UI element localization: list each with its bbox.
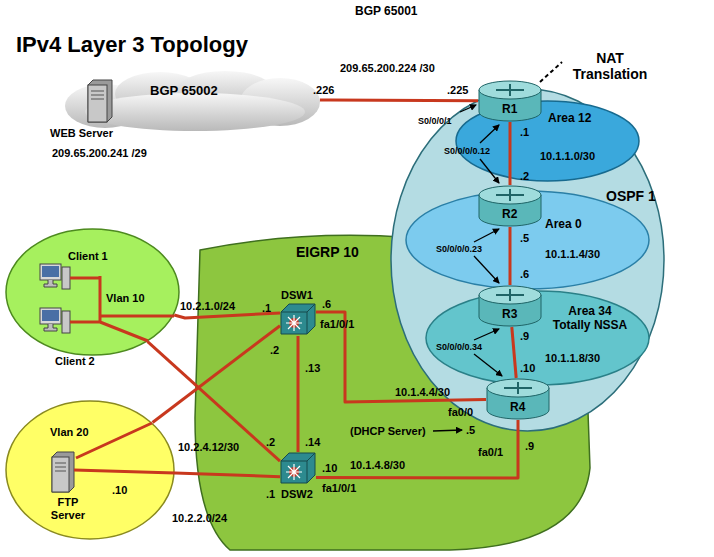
switch-icon [281,304,315,334]
interface-label: .6 [322,298,331,311]
switch-icon [281,453,315,483]
interface-label: .5 [520,232,529,245]
bgp-cloud: BGP 65002WEB Server209.65.200.241 /29 [65,70,320,132]
lan-bus [74,423,175,473]
interface-label: S0/0/0/0.12 [444,146,490,156]
interface-label: .9 [520,330,529,343]
interface-label: .10 [520,362,535,375]
pc-icon [40,264,70,292]
interface-label: .1 [262,302,271,315]
node-label: Vlan 10 [106,292,145,305]
multilayer-switch: DSW2 [280,452,316,503]
node-label: Area 34 Totally NSSA [548,305,632,333]
multilayer-switch: DSW1 [280,288,316,336]
node-label: OSPF 1 [606,188,656,204]
pointer-arrows [433,105,502,431]
interface-label: .6 [520,268,529,281]
interface-label: .2 [270,344,279,357]
link-subnet-label: 10.2.4.12/30 [178,441,239,454]
network-link [316,312,486,402]
interface-label: .13 [305,362,320,375]
node-label: R2 [502,208,517,222]
router: R4 [486,378,550,420]
ellipse-outline [5,228,180,356]
node-label: FTP Server [44,496,92,521]
node-label: DSW2 [281,488,313,501]
ospf-domain: OSPF 1 Area 12 10.1.1.0/30Area 0 10.1.1.4/3… [390,88,665,432]
interface-label: S0/0/0/1 [418,116,452,126]
diagram-title: IPv4 Layer 3 Topology [16,32,248,57]
interface-label: S0/0/0/0.23 [436,244,482,254]
node-label: 10.1.1.8/30 [545,352,600,365]
interface-label: BGP 65001 [355,5,418,19]
network-link [175,473,280,477]
router: R3 [478,285,542,327]
client-pc: Client 2 [38,308,104,370]
interface-label: NAT Translation [565,50,655,82]
node-label: Area 12 [548,112,591,126]
node-label: WEB Server [50,127,113,140]
interface-label: fa1/0/1 [320,318,354,331]
interface-label: .1 [266,488,275,501]
node-label: Client 1 [68,250,108,263]
network-link [153,326,281,423]
network-link [320,99,478,103]
router: R1 [478,80,542,122]
node-label: Vlan 20 [50,426,89,439]
network-link [148,342,280,461]
nat-boundary [540,62,562,82]
network-link [297,336,300,452]
interface-label: .9 [525,440,534,453]
interface-label: fa0/0 [448,406,473,419]
node-label: BGP 65002 [150,84,218,99]
node-label: EIGRP 10 [296,244,359,260]
interface-label: (DHCP Server) [350,425,426,438]
interface-label: .226 [313,84,334,97]
network-link [509,122,512,185]
network-link [512,327,516,378]
interface-label: .2 [520,170,529,183]
node-label: 10.1.1.4/30 [545,248,600,261]
vlan-zone: Vlan 10Client 1Client 2 [5,228,180,356]
node-label: 209.65.200.241 /29 [52,147,147,160]
pc-icon [40,308,70,336]
node-label: Client 2 [55,355,95,368]
interface-label: S0/0/0/0.34 [436,342,482,352]
link-subnet-label: 10.1.4.4/30 [395,386,450,399]
node-label: DSW1 [281,289,313,302]
interface-label: fa1/0/1 [322,482,356,495]
node-label: R3 [502,308,517,322]
node-label: Area 0 [545,218,582,232]
interface-label: .225 [447,84,468,97]
link-subnet-label: 10.2.1.0/24 [180,300,235,313]
node-label: R4 [510,401,525,415]
interface-label: .5 [466,424,475,437]
link-subnet-label: 209.65.200.224 /30 [340,62,435,75]
ftp-server: FTP Server [44,452,94,524]
interface-label: .10 [112,484,127,497]
interface-label: .10 [322,462,337,475]
node-label: R1 [502,103,517,117]
interface-label: fa0/1 [478,446,503,459]
interface-label: .1 [520,126,529,139]
router: R2 [478,185,542,227]
interface-label: .2 [266,436,275,449]
node-label: 10.1.1.0/30 [540,150,595,163]
server-icon [52,452,74,492]
interface-label: .14 [305,436,320,449]
lan-bus [70,276,174,341]
network-link [509,227,512,285]
link-subnet-label: 10.1.4.8/30 [350,459,405,472]
network-link [316,420,518,478]
server-icon [88,80,112,122]
link-subnet-label: 10.2.2.0/24 [172,512,227,525]
